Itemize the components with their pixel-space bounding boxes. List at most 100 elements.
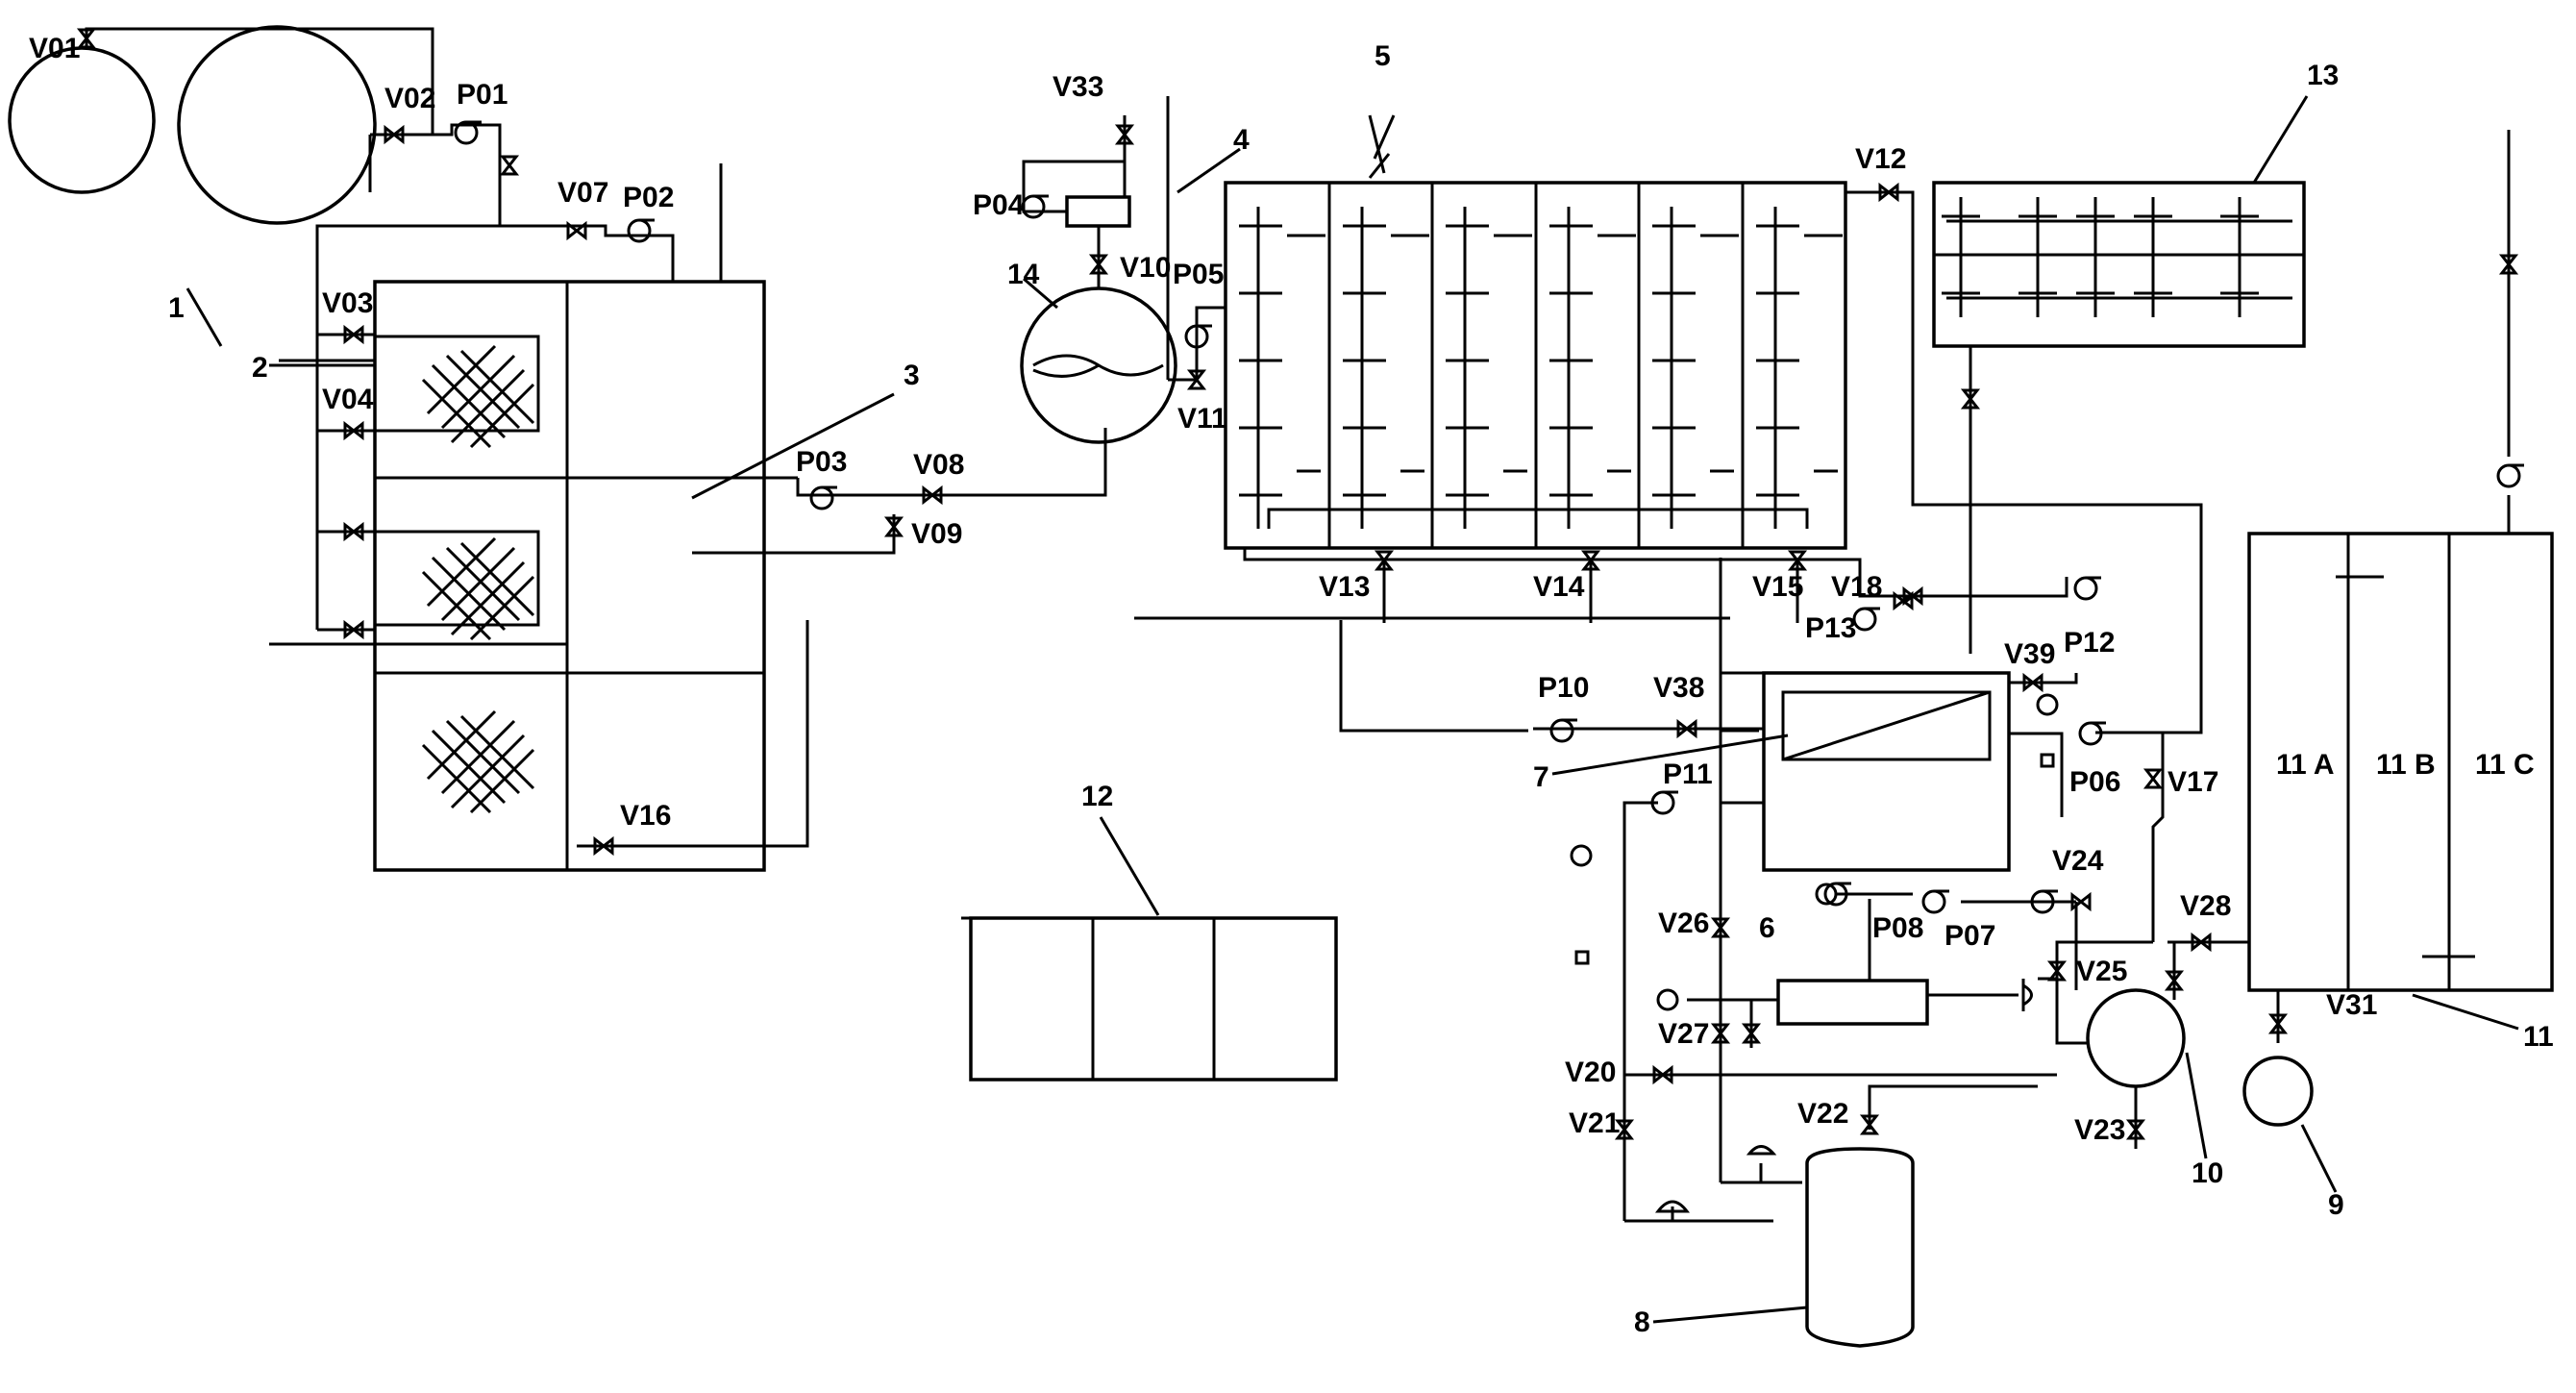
unit-12 — [969, 816, 1338, 1082]
valve-icon — [2164, 970, 2185, 991]
valve-icon — [1741, 1023, 1762, 1044]
pump-icon — [1921, 889, 1946, 914]
label-p07: P07 — [1944, 920, 1995, 952]
label-v25: V25 — [2076, 956, 2127, 987]
valve-icon — [2046, 960, 2068, 982]
vessel-9 — [2242, 1056, 2314, 1127]
unit-4 — [1065, 195, 1131, 228]
valve-icon — [343, 324, 364, 345]
valve-icon — [343, 521, 364, 542]
label-v12: V12 — [1855, 143, 1906, 175]
label-v15: V15 — [1752, 571, 1803, 603]
valve-icon — [2022, 672, 2043, 693]
mesh-filter-3 — [421, 709, 535, 814]
valve-icon — [1893, 590, 1914, 611]
component-1: 1 — [168, 292, 185, 324]
valve-labels: V01 V02 V03 V04 V07 V08 V09 V10 V11 V12 … — [29, 33, 2377, 1146]
pump-icon — [2496, 463, 2521, 488]
collector — [1267, 508, 1809, 529]
vent-icon — [1746, 1145, 1777, 1156]
unit-6 — [1776, 979, 1929, 1026]
valve-icon — [922, 485, 943, 506]
label-v27: V27 — [1658, 1018, 1709, 1050]
component-6: 6 — [1759, 912, 1775, 944]
pump-labels: P01 P02 P03 P04 P05 P06 P07 P08 P10 P11 … — [457, 79, 2120, 952]
large-tank — [177, 25, 377, 225]
component-5: 5 — [1375, 40, 1391, 72]
label-v17: V17 — [2167, 766, 2218, 798]
valve-icon — [593, 835, 614, 857]
label-v13: V13 — [1319, 571, 1370, 603]
label-p06: P06 — [2069, 766, 2120, 798]
valve-icon — [1114, 124, 1135, 145]
valve-icon — [343, 619, 364, 640]
valve-icon — [1186, 369, 1207, 390]
valve-icon — [1652, 1064, 1673, 1085]
valve-icon — [2143, 768, 2164, 789]
valve-icon — [1088, 254, 1109, 275]
label-p11: P11 — [1663, 759, 1713, 790]
label-v26: V26 — [1658, 908, 1709, 939]
mesh-filter-1 — [421, 344, 535, 449]
valve-icon — [1710, 1023, 1731, 1044]
label-v02: V02 — [384, 83, 435, 114]
label-v38: V38 — [1653, 672, 1704, 704]
valve-icon — [1614, 1119, 1635, 1140]
label-v18: V18 — [1831, 571, 1882, 603]
unit-13 — [1932, 95, 2309, 598]
label-v03: V03 — [322, 287, 373, 319]
leader-lines — [269, 114, 1386, 920]
sensor-icon — [2040, 753, 2055, 768]
valve-icon — [1374, 550, 1395, 571]
mesh-filter-2 — [421, 536, 535, 641]
valve-icon — [1878, 182, 1899, 203]
component-10: 10 — [2192, 1157, 2223, 1189]
label-p10: P10 — [1538, 672, 1589, 704]
pump-icon — [2073, 576, 2098, 601]
valve-icon — [883, 516, 904, 537]
valve-icon — [343, 420, 364, 441]
small-tank — [8, 46, 156, 194]
component-2: 2 — [252, 352, 268, 384]
component-12: 12 — [1081, 781, 1113, 812]
valve-icon — [566, 220, 587, 241]
label-p03: P03 — [796, 446, 847, 478]
vent-icon — [1654, 1200, 1691, 1213]
valves-and-pumps — [76, 28, 2524, 1213]
label-v10: V10 — [1120, 252, 1171, 284]
component-3: 3 — [904, 360, 920, 391]
storage-tanks-1 — [8, 25, 502, 347]
label-v08: V08 — [913, 449, 964, 481]
label-v07: V07 — [557, 177, 608, 209]
label-v16: V16 — [620, 800, 671, 832]
label-p02: P02 — [623, 182, 674, 213]
valve-icon — [2070, 891, 2092, 912]
vessel-11 — [2242, 130, 2554, 1193]
label-v28: V28 — [2180, 890, 2231, 922]
pump-icon — [809, 485, 834, 510]
treatment-vessel-2-3 — [269, 163, 1107, 872]
label-v39: V39 — [2004, 638, 2055, 670]
pump-icon — [1021, 194, 1046, 219]
component-9: 9 — [2328, 1189, 2344, 1221]
label-v33: V33 — [1053, 71, 1103, 103]
tank-internals — [1239, 207, 1843, 529]
valve-icon — [2267, 1013, 2289, 1034]
component-8: 8 — [1634, 1306, 1650, 1338]
valve-icon — [2125, 1119, 2146, 1140]
valve-icon — [2498, 254, 2519, 275]
pump-icon — [1549, 718, 1574, 743]
valve-icon — [2191, 932, 2212, 953]
valve-icon — [76, 28, 97, 49]
label-v11: V11 — [1177, 403, 1227, 435]
label-v20: V20 — [1565, 1057, 1616, 1088]
valve-icon — [1859, 1114, 1880, 1135]
pump-icon — [627, 218, 652, 243]
pump-icon — [1852, 607, 1877, 632]
vessel-8 — [1805, 1147, 1915, 1348]
label-v04: V04 — [322, 384, 374, 415]
tank-bank-5 — [1134, 114, 2203, 734]
label-v23: V23 — [2074, 1114, 2125, 1146]
